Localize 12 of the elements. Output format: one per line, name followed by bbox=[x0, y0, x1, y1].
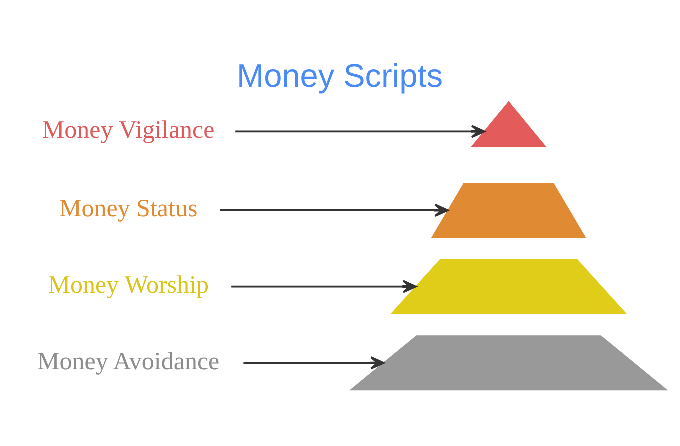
node-trapezium bbox=[431, 182, 586, 238]
arrow bbox=[232, 280, 417, 294]
diagram-title: Money Scripts bbox=[236, 58, 444, 94]
node-text: Money Vigilance bbox=[42, 116, 215, 144]
arrow bbox=[220, 204, 449, 218]
node-text: Money Status bbox=[59, 196, 198, 223]
arrow bbox=[244, 356, 385, 370]
node-text: Money Avoidance bbox=[38, 348, 220, 376]
node-trapezium bbox=[350, 336, 668, 391]
arrow bbox=[236, 125, 486, 138]
node-text: Money Worship bbox=[48, 272, 209, 300]
node-trapezium bbox=[390, 259, 628, 314]
